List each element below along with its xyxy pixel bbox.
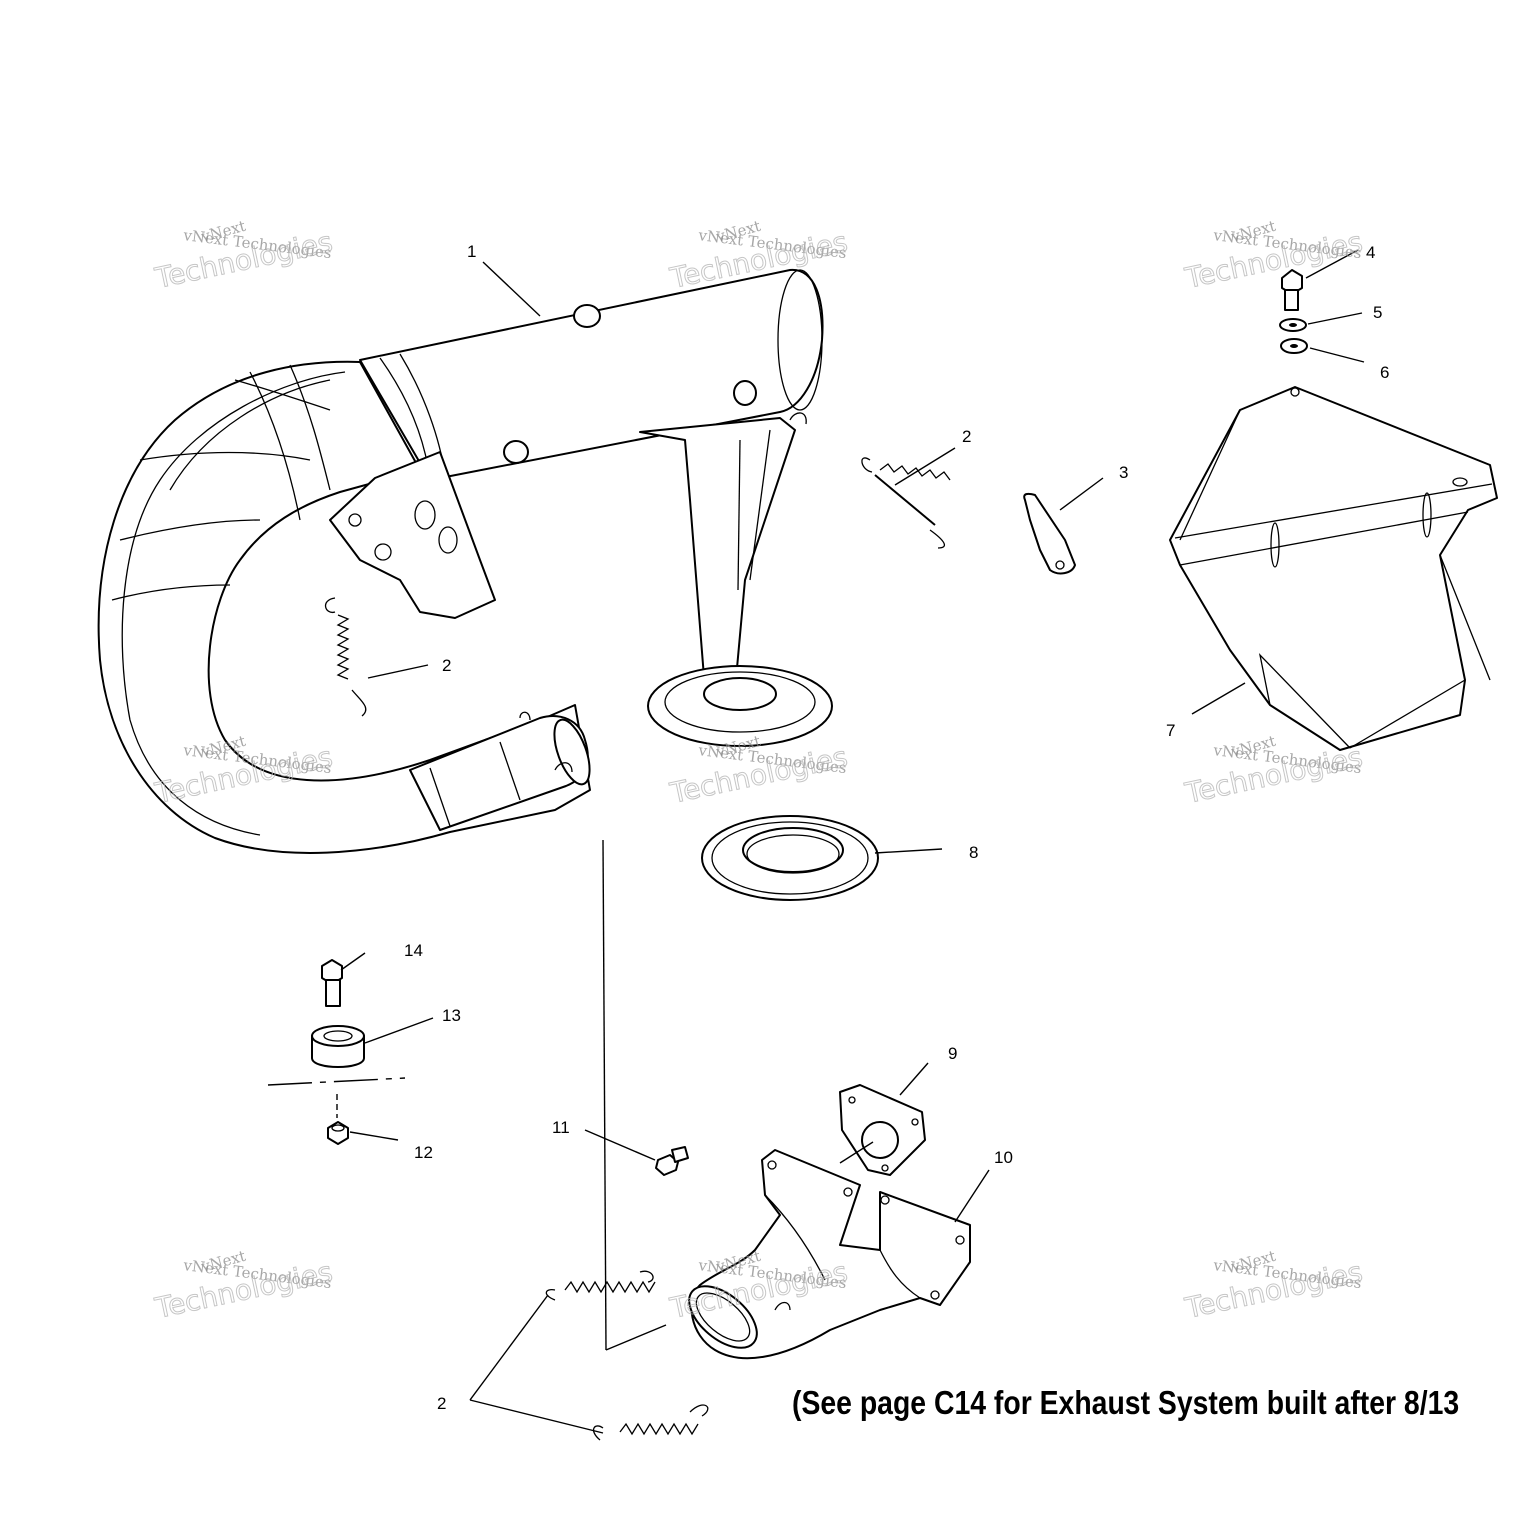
callout-2-left: 2 xyxy=(442,656,451,675)
bolt-part-14 xyxy=(321,959,343,1007)
watermark: vNext vNext Technologies Technologies xyxy=(1181,1247,1366,1326)
spring-upper-right xyxy=(861,457,951,549)
callout-6: 6 xyxy=(1380,363,1389,382)
callout-numbers: 1 2 2 2 3 4 5 6 7 8 9 10 11 12 13 14 xyxy=(404,242,1389,1413)
bolt-part-4 xyxy=(1281,269,1303,311)
washer-part-5 xyxy=(1279,318,1307,332)
watermark: vNext vNext Technologies Technologies xyxy=(151,1247,336,1326)
spring-bottom-lower xyxy=(592,1404,709,1441)
screw-part-11 xyxy=(655,1146,689,1176)
callout-4: 4 xyxy=(1366,243,1375,262)
callout-8: 8 xyxy=(969,843,978,862)
callout-2-upper: 2 xyxy=(962,427,971,446)
callout-3: 3 xyxy=(1119,463,1128,482)
seal-part-8 xyxy=(701,815,879,901)
watermark: vNext vNext Technologies Technologies xyxy=(151,217,336,296)
callout-2-bottom: 2 xyxy=(437,1394,446,1413)
watermark: vNext vNext Technologies Technologies xyxy=(1181,217,1366,296)
callout-9: 9 xyxy=(948,1044,957,1063)
callout-11: 11 xyxy=(552,1118,570,1137)
watermark: vNext vNext Technologies Technologies xyxy=(666,732,851,811)
leader-lines xyxy=(267,249,1365,1434)
washer-part-6 xyxy=(1280,338,1308,354)
callout-7: 7 xyxy=(1166,721,1175,740)
manifold-part-10 xyxy=(688,1149,971,1360)
callout-1: 1 xyxy=(467,242,476,261)
reference-note: (See page C14 for Exhaust System built a… xyxy=(792,1384,1460,1421)
exhaust-pipe-assembly xyxy=(97,268,833,854)
bracket-part-3 xyxy=(1023,492,1076,575)
callout-5: 5 xyxy=(1373,303,1382,322)
callout-10: 10 xyxy=(994,1148,1013,1167)
nut-part-12 xyxy=(327,1121,349,1145)
callout-13: 13 xyxy=(442,1006,461,1025)
heat-shield-part-7 xyxy=(1169,386,1498,751)
gasket-part-9 xyxy=(839,1084,926,1176)
bushing-part-13 xyxy=(311,1025,365,1068)
watermark: vNext vNext Technologies Technologies xyxy=(1181,732,1366,811)
callout-12: 12 xyxy=(414,1143,433,1162)
spring-bottom-upper xyxy=(545,1270,656,1301)
spring-left-middle xyxy=(324,597,367,717)
callout-14: 14 xyxy=(404,941,423,960)
